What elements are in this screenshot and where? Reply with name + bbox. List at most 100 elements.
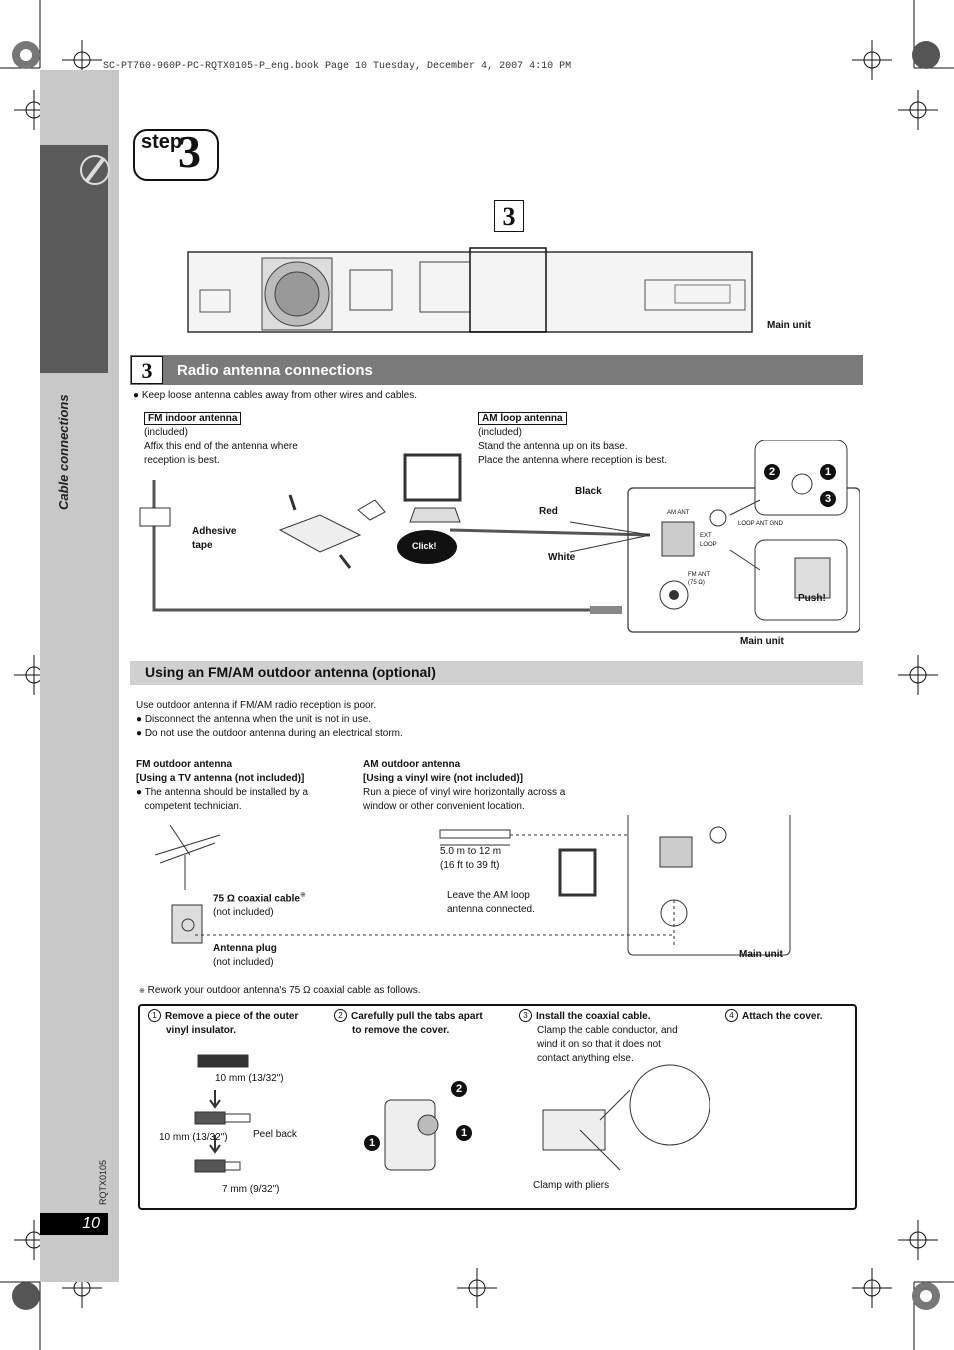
am-loop-line3: Place the antenna where reception is bes… xyxy=(478,455,668,466)
fm-outdoor-bullet-b: competent technician. xyxy=(144,801,242,812)
white-wire-label: White xyxy=(548,552,576,563)
outdoor-section-bar xyxy=(130,661,863,685)
clamp-label: Clamp with pliers xyxy=(533,1180,610,1191)
coax-note: (not included) xyxy=(213,907,274,919)
coax-label-text: 75 Ω coaxial cable xyxy=(213,893,300,905)
section-number: 3 xyxy=(131,356,163,384)
corner-rosette xyxy=(12,1282,40,1310)
am-outdoor-text: AM outdoor antenna [Using a vinyl wire (… xyxy=(363,758,565,814)
fm-outdoor-bullet-a: The antenna should be installed by a xyxy=(144,787,309,798)
step-1-line2: vinyl insulator. xyxy=(166,1025,237,1036)
plug-label: Antenna plug (not included) xyxy=(213,942,277,970)
crosshair-mark xyxy=(898,1220,938,1260)
outdoor-bullet1: Disconnect the antenna when the unit is … xyxy=(144,714,372,725)
step-1-line1: Remove a piece of the outer xyxy=(165,1011,299,1022)
main-unit-label-bottom: Main unit xyxy=(739,949,783,960)
adhesive-line2: tape xyxy=(192,540,213,551)
step-3-number: 3 xyxy=(519,1009,532,1022)
plug-note: (not included) xyxy=(213,957,274,968)
step-2-number: 2 xyxy=(334,1009,347,1022)
dim-label-3: 7 mm (9/32") xyxy=(222,1184,280,1195)
coax-label: 75 Ω coaxial cable※ (not included) xyxy=(213,892,306,919)
am-outdoor-sub: [Using a vinyl wire (not included)] xyxy=(363,773,524,784)
doc-code: RQTX0105 xyxy=(98,1159,108,1205)
dim-label-1: 10 mm (13/32") xyxy=(215,1073,284,1084)
fm-outdoor-text: FM outdoor antenna [Using a TV antenna (… xyxy=(136,759,309,812)
crosshair-mark xyxy=(852,40,892,80)
step-3-line4: contact anything else. xyxy=(537,1053,634,1064)
rework-steps-frame xyxy=(138,1004,857,1210)
step-4-line1: Attach the cover. xyxy=(742,1011,823,1022)
step-2-line1: Carefully pull the tabs apart xyxy=(351,1011,483,1022)
fm-outdoor-title: FM outdoor antenna xyxy=(136,759,233,770)
corner-rosette xyxy=(912,41,940,69)
step-marker-2: 2 xyxy=(764,464,780,480)
red-wire-label: Red xyxy=(539,506,558,517)
bullet-note: ● Keep loose antenna cables away from ot… xyxy=(133,390,417,401)
adhesive-line1: Adhesive xyxy=(192,526,237,537)
rework-step-2: 2 Carefully pull the tabs apart to remove… xyxy=(334,1009,483,1038)
outdoor-bullet2: Do not use the outdoor antenna during an… xyxy=(144,728,403,739)
main-unit-label-mid: Main unit xyxy=(740,636,784,647)
sidebar-section-title: Cable connections xyxy=(56,394,71,510)
note-text: Keep loose antenna cables away from othe… xyxy=(141,390,417,401)
dim-label-2: 10 mm (13/32") xyxy=(159,1132,228,1143)
leave-loop-label: Leave the AM loop antenna connected. xyxy=(447,889,535,917)
click-label: Click! xyxy=(412,541,437,551)
outdoor-intro-text: Use outdoor antenna if FM/AM radio recep… xyxy=(136,700,377,711)
antenna-connection-diagram xyxy=(139,440,860,633)
am-loop-text: AM loop antenna (included) Stand the ant… xyxy=(478,412,667,468)
fm-indoor-label: FM indoor antenna xyxy=(144,412,242,425)
crosshair-mark xyxy=(852,1268,892,1308)
crosshair-mark xyxy=(457,1268,497,1308)
adhesive-label: Adhesive tape xyxy=(192,525,236,553)
footnote: ※ Rework your outdoor antenna's 75 Ω coa… xyxy=(139,985,421,996)
fm-indoor-line2: Affix this end of the antenna where xyxy=(144,441,298,452)
page-number: 10 xyxy=(40,1213,108,1235)
step-marker-1: 1 xyxy=(820,464,836,480)
step-word: step xyxy=(141,131,183,153)
outdoor-antenna-diagram xyxy=(154,815,791,956)
fm-indoor-line3: reception is best. xyxy=(144,455,220,466)
panel-callout-number: 3 xyxy=(494,200,524,232)
outdoor-intro: Use outdoor antenna if FM/AM radio recep… xyxy=(136,700,403,739)
rework-step-3: 3 Install the coaxial cable. Clamp the ca… xyxy=(519,1009,678,1066)
am-ant-terminal: AM ANT xyxy=(667,510,690,516)
fm-indoor-text: FM indoor antenna (included) Affix this … xyxy=(144,412,298,468)
connector-plug-icon xyxy=(80,155,110,185)
rework-step-4: 4 Attach the cover. xyxy=(725,1009,823,1024)
fm-indoor-line1: (included) xyxy=(144,427,188,438)
rework-illustrations xyxy=(194,1054,710,1173)
black-wire-label: Black xyxy=(575,486,602,497)
rework-marker-1b: 1 xyxy=(456,1125,472,1141)
plug-label-text: Antenna plug xyxy=(213,943,277,954)
am-outdoor-title: AM outdoor antenna xyxy=(363,759,461,770)
crosshair-mark xyxy=(898,90,938,130)
section-title: Radio antenna connections xyxy=(177,362,373,379)
loop-ant-gnd-terminal: LOOP ANT GND xyxy=(738,521,783,527)
rear-panel-illustration xyxy=(187,247,753,333)
rework-marker-2: 2 xyxy=(451,1081,467,1097)
push-label: Push! xyxy=(798,593,826,604)
fm-ohm-terminal: (75 Ω) xyxy=(688,580,705,586)
rework-step-1: 1 Remove a piece of the outer vinyl insul… xyxy=(148,1009,298,1038)
length-metric: 5.0 m to 12 m xyxy=(440,846,502,857)
am-loop-line1: (included) xyxy=(478,427,522,438)
leave-loop-line1: Leave the AM loop xyxy=(447,890,530,901)
outdoor-section-title: Using an FM/AM outdoor antenna (optional… xyxy=(145,664,436,680)
peel-back-label: Peel back xyxy=(253,1129,297,1140)
step-1-number: 1 xyxy=(148,1009,161,1022)
length-label: 5.0 m to 12 m (16 ft to 39 ft) xyxy=(440,845,501,873)
step-3-line1: Install the coaxial cable. xyxy=(536,1011,651,1022)
step-3-line2: Clamp the cable conductor, and xyxy=(537,1025,678,1036)
am-outdoor-line1: Run a piece of vinyl wire horizontally a… xyxy=(363,787,566,798)
step-2-line2: to remove the cover. xyxy=(352,1025,450,1036)
step-number: 3 xyxy=(178,126,201,177)
footnote-text: Rework your outdoor antenna's 75 Ω coaxi… xyxy=(147,985,421,996)
step-4-number: 4 xyxy=(725,1009,738,1022)
length-imperial: (16 ft to 39 ft) xyxy=(440,860,500,871)
step-3-line3: wind it on so that it does not xyxy=(537,1039,661,1050)
click-bubble xyxy=(397,530,457,564)
step-badge xyxy=(133,129,219,181)
